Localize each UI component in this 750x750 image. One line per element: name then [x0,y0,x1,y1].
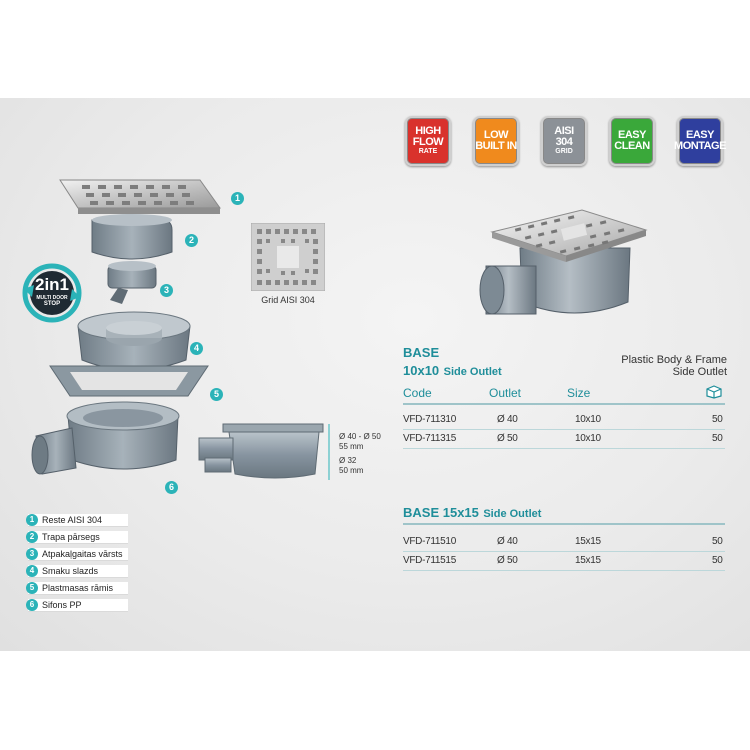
dimension-2-diameter: Ø 32 [339,456,357,465]
table-cell-outlet: Ø 50 [497,433,518,444]
legend-label: Plastmasas rāmis [42,583,114,593]
table-cell-outlet: Ø 50 [497,555,518,566]
dimension-2: Ø 32 50 mm [339,456,363,476]
header-outlet: Outlet [489,386,522,400]
dimension-2-height: 50 mm [339,466,364,475]
badge-line2: FLOW [412,136,444,148]
section1-header-line [403,403,725,405]
two-in-one-text: 2in1 [34,275,70,294]
table-row-divider [403,429,725,430]
badge-line2: BUILT IN [475,140,517,152]
badge-line1: HIGH [415,125,441,137]
rotation-arrows-icon [22,263,82,323]
badge-line2: 304 [555,136,573,148]
badge-line3: GRID [555,148,573,155]
section1-description: Plastic Body & Frame Side Outlet [560,354,727,378]
table-cell-qty: 50 [712,536,723,547]
table-cell-outlet: Ø 40 [497,536,518,547]
side-view-drawing [198,423,330,480]
table-cell-size: 15x15 [575,536,601,547]
table-cell-code: VFD-711310 [403,414,456,425]
section1-title: BASE [403,345,440,360]
badge-line1: AISI [554,125,574,137]
grid-image [251,223,325,291]
table-cell-code: VFD-711515 [403,555,456,566]
badge-line1: EASY [618,129,646,141]
legend-number: 6 [26,599,38,611]
legend-number: 5 [26,582,38,594]
box-icon [706,385,722,399]
legend-label: Atpakaļgaitas vārsts [42,549,123,559]
badge-line1: EASY [686,129,714,141]
section1-desc-line1: Plastic Body & Frame [621,354,727,366]
dimension-1-diameter: Ø 40 - Ø 50 [339,432,381,441]
legend-number: 2 [26,531,38,543]
section2-header-line [403,523,725,525]
section2-subtitle: Side Outlet [483,508,542,520]
table-cell-code: VFD-711510 [403,536,456,547]
callout-1: 1 [231,192,244,205]
legend-label: Reste AISI 304 [42,515,103,525]
table-cell-qty: 50 [712,433,723,444]
callout-3: 3 [160,284,173,297]
section2-title: BASE 15x15 [403,505,479,520]
section1-subtitle: 10x10 Side Outlet [403,362,502,380]
table-row-divider [403,551,725,552]
callout-4: 4 [190,342,203,355]
exploded-drain-diagram [31,179,221,475]
legend-item: 5 Plastmasas rāmis [26,582,128,595]
section1-desc-line2: Side Outlet [672,366,727,378]
two-in-one-small2: STOP [43,301,61,307]
badge-line2: MONTAGE [674,140,726,152]
two-in-one-emblem: 2in1 MULTI DOOR STOP [20,261,84,325]
legend-number: 3 [26,548,38,560]
badge-line2: CLEAN [614,140,650,152]
table-cell-qty: 50 [712,414,723,425]
section1-outlet-type: Side Outlet [443,366,502,378]
legend-number: 4 [26,565,38,577]
product-image [479,209,648,315]
legend-item: 4 Smaku slazds [26,565,128,578]
two-in-one-small: MULTI DOOR [36,295,68,301]
legend-item: 1 Reste AISI 304 [26,514,128,527]
legend-number: 1 [26,514,38,526]
badge-line3: RATE [418,148,438,155]
legend-item: 6 Sifons PP [26,599,128,612]
table-cell-outlet: Ø 40 [497,414,518,425]
callout-6: 6 [165,481,178,494]
section1-size: 10x10 [403,363,440,378]
legend-label: Smaku slazds [42,566,99,576]
table-cell-size: 15x15 [575,555,601,566]
table-cell-code: VFD-711315 [403,433,456,444]
table-row-divider [403,570,725,571]
callout-5: 5 [210,388,223,401]
section2-heading: BASE 15x15 Side Outlet [403,504,541,522]
grid-caption: Grid AISI 304 [261,295,315,305]
table-cell-size: 10x10 [575,433,601,444]
legend-item: 2 Trapa pārsegs [26,531,128,544]
callout-2: 2 [185,234,198,247]
legend-item: 3 Atpakaļgaitas vārsts [26,548,128,561]
dimension-1-height: 55 mm [339,442,364,451]
legend-label: Trapa pārsegs [42,532,100,542]
legend-label: Sifons PP [42,600,82,610]
table-cell-size: 10x10 [575,414,601,425]
dimension-1: Ø 40 - Ø 50 55 mm [339,432,381,452]
header-code: Code [403,386,432,400]
table-row-divider [403,448,725,449]
table-cell-qty: 50 [712,555,723,566]
header-size: Size [567,386,591,400]
badge-line1: LOW [483,129,509,141]
